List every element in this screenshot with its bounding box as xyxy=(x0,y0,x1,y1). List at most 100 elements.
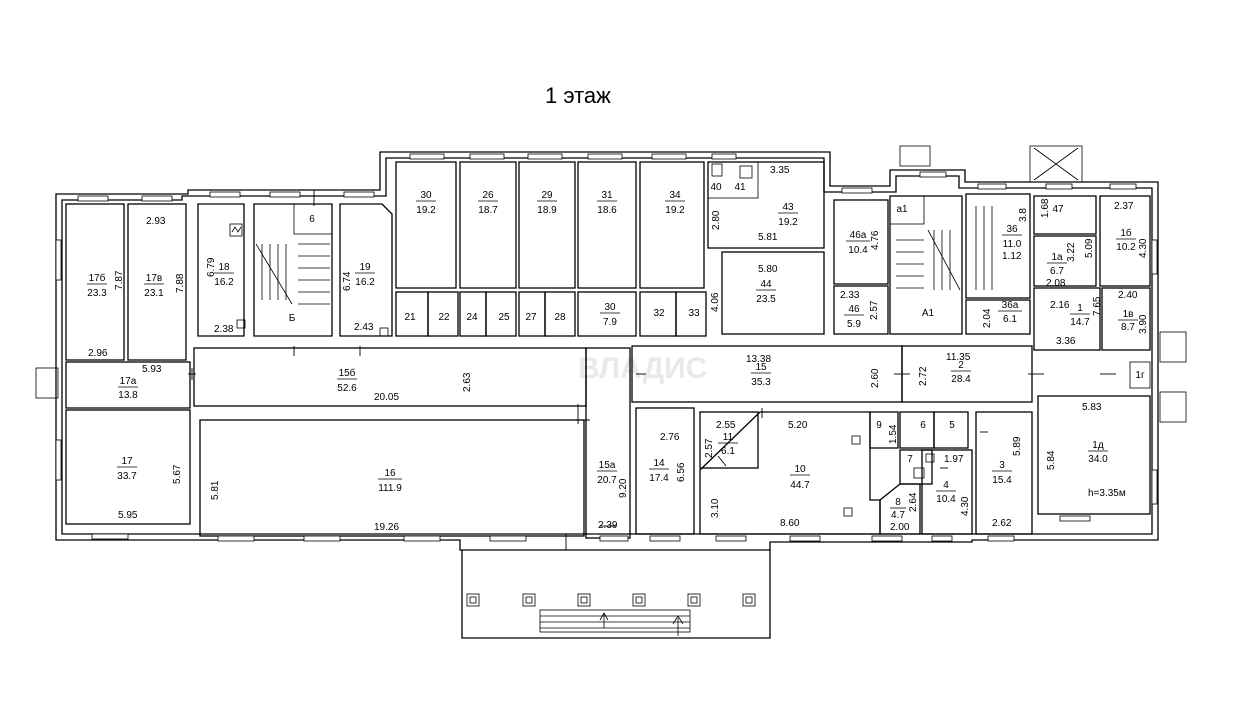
room-area: 44.7 xyxy=(790,480,810,491)
room-number: 15а xyxy=(599,460,616,471)
room-area: 19.2 xyxy=(416,205,436,216)
sanitary-icons xyxy=(229,163,935,517)
dimension: 4.06 xyxy=(710,292,721,312)
room-24: 24 xyxy=(466,312,478,323)
room-area: 23.1 xyxy=(144,288,164,299)
room-number: А1 xyxy=(922,308,935,319)
door-markers xyxy=(188,190,1116,550)
dimension: 3.22 xyxy=(1066,242,1077,262)
room-number: 34 xyxy=(669,190,681,201)
room-number: 28 xyxy=(554,312,566,323)
room-32: 32 xyxy=(653,308,665,319)
room-41: 41 xyxy=(734,182,746,193)
room-area: 10.4 xyxy=(936,494,956,505)
room-40: 40 xyxy=(710,182,722,193)
room-number: 7 xyxy=(907,454,913,465)
dimension: 1.54 xyxy=(888,424,899,444)
dimension: 6.79 xyxy=(206,257,217,277)
room-area: 6.1 xyxy=(721,446,735,457)
room-area: 10.4 xyxy=(848,245,868,256)
room-number: 3 xyxy=(999,460,1005,471)
room-33: 33 xyxy=(688,308,700,319)
floor-title: 1 этаж xyxy=(545,83,611,108)
room-number: 2 xyxy=(958,360,964,371)
room-30-small: 307.9 xyxy=(600,302,620,328)
room-number: 27 xyxy=(525,312,537,323)
dimension: 2.39 xyxy=(598,520,618,531)
dimension: 3.90 xyxy=(1138,314,1149,334)
dimension: 2.64 xyxy=(908,492,919,512)
room-number: 15 xyxy=(755,362,767,373)
room-area: 33.7 xyxy=(117,471,137,482)
room-number: 8 xyxy=(895,497,901,508)
room-6-top: 6 xyxy=(309,214,315,225)
room-number: 18 xyxy=(218,262,230,273)
room-area: 52.6 xyxy=(337,383,357,394)
dimension: 5.83 xyxy=(1082,402,1102,413)
room-number: 33 xyxy=(688,308,700,319)
dimension: 2.00 xyxy=(890,522,910,533)
dimension: 5.89 xyxy=(1012,436,1023,456)
room-area: 19.2 xyxy=(778,217,798,228)
room-number: 6 xyxy=(309,214,315,225)
dimension: 8.60 xyxy=(780,518,800,529)
room-10: 10 44.7 xyxy=(790,464,810,491)
dimension: 7.65 xyxy=(1092,296,1103,316)
dimension: 4.30 xyxy=(1138,238,1149,258)
porch-columns xyxy=(466,593,756,607)
room-number: 17а xyxy=(120,376,137,387)
room-number: 24 xyxy=(466,312,478,323)
room-number: 1а xyxy=(1051,252,1063,263)
room-1v: 1в8.7 xyxy=(1118,309,1138,333)
room-area: 16.2 xyxy=(214,277,234,288)
dimension: 7.87 xyxy=(114,270,125,290)
dimension: 5.20 xyxy=(788,420,808,431)
room-5: 5 xyxy=(949,420,955,431)
dimension: 4.76 xyxy=(870,230,881,250)
room-number: 46 xyxy=(848,304,860,315)
dimension: 2.43 xyxy=(354,322,374,333)
interior-walls xyxy=(65,161,1151,539)
room-1g: 1г xyxy=(1135,370,1145,381)
dimension: 6.74 xyxy=(342,271,353,291)
dimension: 2.80 xyxy=(711,210,722,230)
room-number: Б xyxy=(289,313,296,324)
dimension: 5.81 xyxy=(758,232,778,243)
room-area: 18.6 xyxy=(597,205,617,216)
dimension: 7.88 xyxy=(175,273,186,293)
dimension: 5.93 xyxy=(142,364,162,375)
room-area: 23.5 xyxy=(756,294,776,305)
room-34: 34 19.2 xyxy=(665,190,685,216)
dimension: 2.57 xyxy=(704,438,715,458)
room-number: 10 xyxy=(794,464,806,475)
dimension: 4.30 xyxy=(960,496,971,516)
room-number: 21 xyxy=(404,312,416,323)
dimension: 2.55 xyxy=(716,420,736,431)
room-number: 40 xyxy=(710,182,722,193)
room-number: 14 xyxy=(653,458,665,469)
dimension: 2.04 xyxy=(982,308,993,328)
dimension: 2.40 xyxy=(1118,290,1138,301)
room-6: 6 xyxy=(920,420,926,431)
dimension: 2.76 xyxy=(660,432,680,443)
room-area: 19.2 xyxy=(665,205,685,216)
room-area: 8.7 xyxy=(1121,322,1135,333)
room-17a: 17а 13.8 xyxy=(118,376,138,401)
room-number: 19 xyxy=(359,262,371,273)
room-number: 1 xyxy=(1077,303,1083,314)
room-number: 16 xyxy=(384,468,396,479)
room-area: 5.9 xyxy=(847,319,861,330)
room-area: 6.7 xyxy=(1050,266,1064,277)
room-area: 13.8 xyxy=(118,390,138,401)
room-number: 15б xyxy=(339,367,356,379)
